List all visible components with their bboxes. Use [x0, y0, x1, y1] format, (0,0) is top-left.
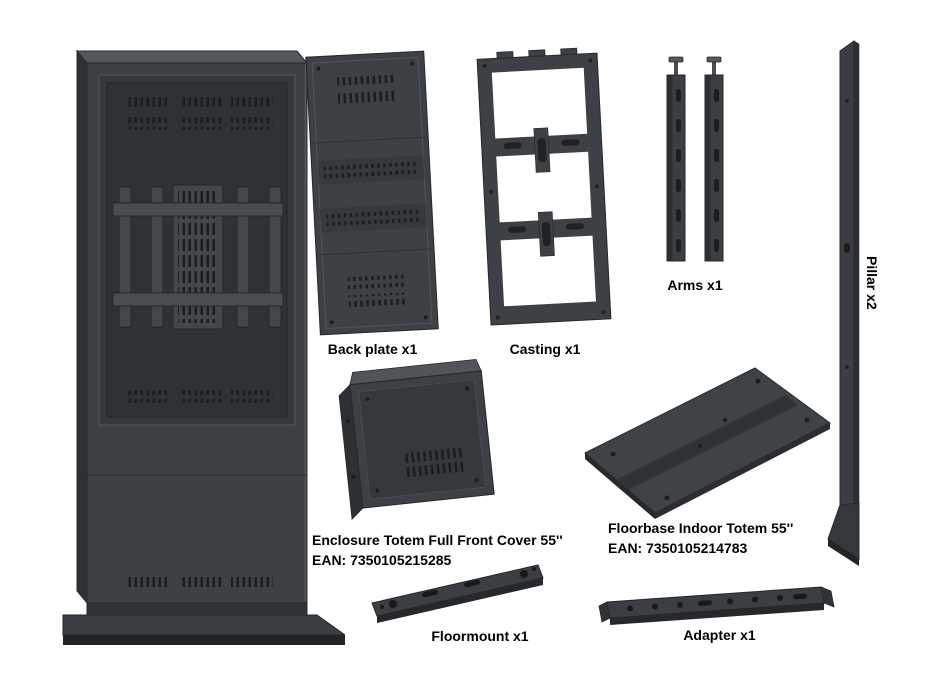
back-plate-illustration — [305, 50, 439, 336]
casting-label: Casting x1 — [509, 341, 581, 357]
arms-label: Arms x1 — [667, 277, 723, 293]
casting-illustration — [476, 47, 612, 326]
floorbase-label-line1: Floorbase Indoor Totem 55'' — [608, 520, 794, 536]
back-plate-label: Back plate x1 — [327, 341, 418, 357]
front-cover-label-line1: Enclosure Totem Full Front Cover 55'' — [312, 532, 563, 548]
front-cover-label-line2: EAN: 7350105215285 — [312, 552, 452, 568]
arms-illustration — [666, 56, 724, 262]
adapter-illustration — [598, 586, 835, 625]
adapter-label: Adapter x1 — [683, 627, 756, 643]
floorbase-illustration — [584, 367, 831, 519]
pillar-label: Pillar x2 — [864, 256, 880, 310]
totem-enclosure-illustration — [62, 49, 345, 645]
front-cover-illustration — [338, 358, 495, 521]
floormount-illustration — [371, 564, 544, 623]
floorbase-label-line2: EAN: 7350105214783 — [608, 540, 748, 556]
pillar-illustration — [827, 40, 860, 566]
floormount-label: Floormount x1 — [431, 628, 529, 644]
